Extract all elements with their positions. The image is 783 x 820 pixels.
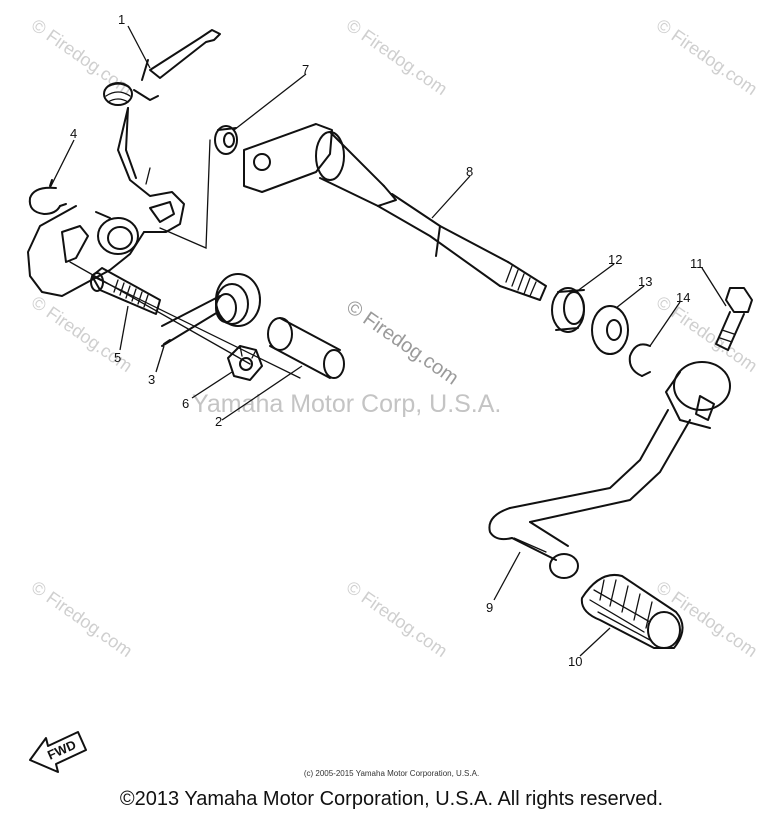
copyright-notice: ©2013 Yamaha Motor Corporation, U.S.A. A… <box>119 788 664 810</box>
part-nut-6 <box>227 345 263 381</box>
part-circlip-4 <box>28 179 67 215</box>
callout-5: 5 <box>114 350 121 365</box>
part-washer-13 <box>591 305 629 355</box>
watermark-layer: © Firedog.com © Firedog.com © Firedog.co… <box>28 15 761 661</box>
callout-7: 7 <box>302 62 309 77</box>
watermark-text: © Firedog.com <box>653 292 761 376</box>
callout-8: 8 <box>466 164 473 179</box>
fwd-arrow: FWD <box>29 731 87 773</box>
watermark-center-text: © Firedog.com <box>342 296 462 389</box>
assembly-guide-lines <box>69 139 301 379</box>
part-bolt-11 <box>715 287 753 351</box>
watermark-text: © Firedog.com <box>28 577 136 661</box>
callout-14: 14 <box>676 290 690 305</box>
callout-labels: 1 2 3 4 5 6 7 8 9 10 11 12 13 14 <box>70 12 704 669</box>
watermark-text: © Firedog.com <box>343 15 451 99</box>
part-shift-lever <box>27 29 221 297</box>
callout-9: 9 <box>486 600 493 615</box>
part-washer-7 <box>214 125 238 155</box>
watermark-corp-text: Yamaha Motor Corp, U.S.A. <box>192 390 501 418</box>
callout-12: 12 <box>608 252 622 267</box>
part-oil-seal-12 <box>551 287 585 333</box>
watermark-text: © Firedog.com <box>653 15 761 99</box>
small-credit-line: (c) 2005-2015 Yamaha Motor Corporation, … <box>303 769 480 778</box>
part-pedal-rubber-10 <box>580 574 684 649</box>
callout-6: 6 <box>182 396 189 411</box>
callout-3: 3 <box>148 372 155 387</box>
part-circlip-14 <box>628 343 651 377</box>
fwd-label: FWD <box>45 737 78 763</box>
callout-1: 1 <box>118 12 125 27</box>
part-collar-2 <box>267 317 345 379</box>
callout-13: 13 <box>638 274 652 289</box>
leader-lines <box>49 25 727 657</box>
callout-2: 2 <box>215 414 222 429</box>
part-shift-shaft-8 <box>243 123 547 301</box>
part-change-pedal <box>488 361 731 579</box>
part-torsion-spring-3 <box>161 273 261 347</box>
callout-11: 11 <box>690 256 704 271</box>
watermark-text: © Firedog.com <box>343 577 451 661</box>
callout-4: 4 <box>70 126 77 141</box>
watermark-text: © Firedog.com <box>28 15 136 99</box>
callout-10: 10 <box>568 654 582 669</box>
